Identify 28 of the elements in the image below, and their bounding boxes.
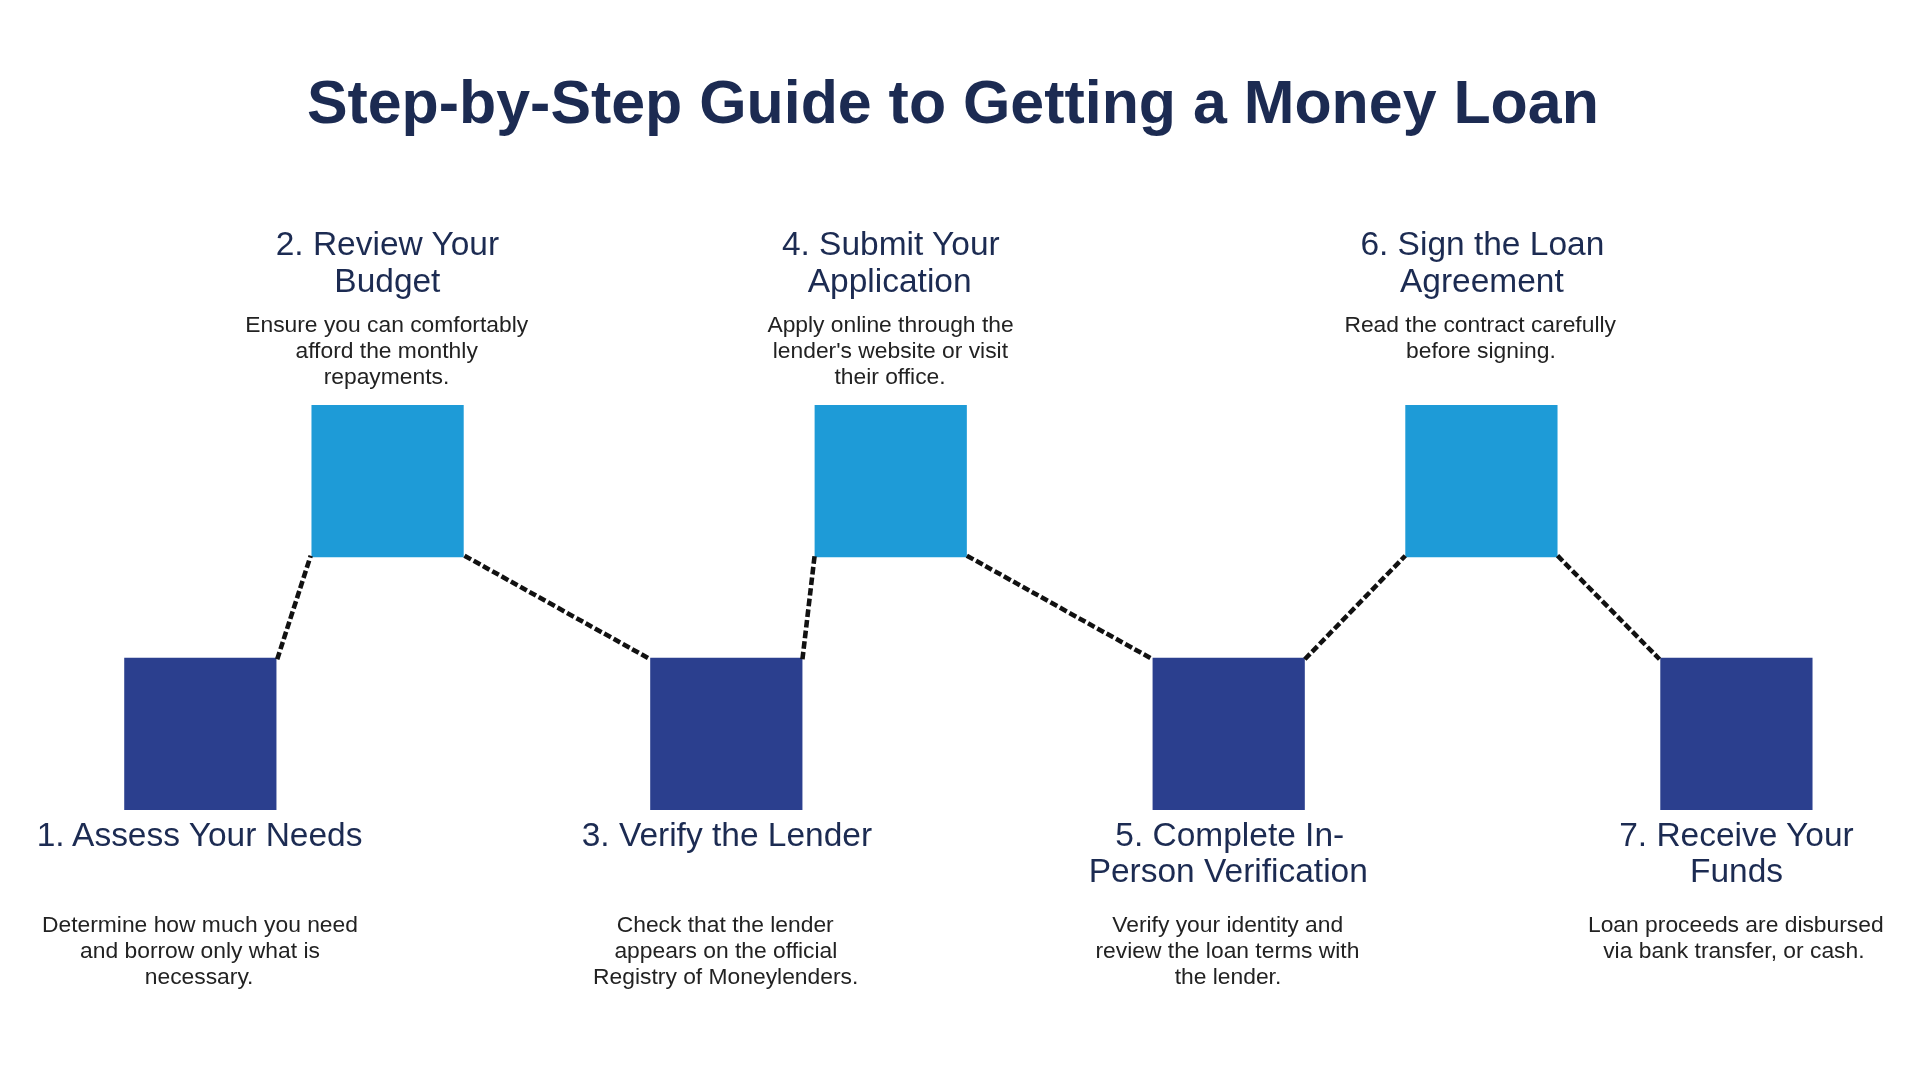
node-label: Ensure you can comfortably afford the monthly repayments. [245, 310, 529, 389]
node-label: Apply online through the lender's website or visit their office. [767, 310, 1014, 389]
connector [1555, 553, 1662, 661]
node-label: Read the contract carefully before signing. [1344, 310, 1616, 363]
node-label: Verify your identity and review the loan terms with the lender. [1095, 910, 1360, 989]
node-label: 4. Submit Your Application [781, 224, 1000, 299]
node-label: Loan proceeds are disbursed via bank transfer, or cash. [1587, 910, 1884, 963]
node-label: 3. Verify the Lender [581, 815, 873, 853]
node-label: Determine how much you need and borrow only what is necessary. [42, 910, 358, 989]
node-label: 6. Sign the Loan Agreement [1360, 224, 1605, 299]
node-box [1660, 657, 1813, 810]
node-box [1405, 404, 1558, 557]
node-label: 2. Review Your Budget [275, 224, 500, 299]
node-box [814, 404, 967, 557]
node-label: 1. Assess Your Needs [36, 815, 363, 853]
node-box [124, 657, 277, 810]
node-label: Check that the lender appears on the official Registry of Moneylenders. [593, 910, 859, 989]
node-box [650, 657, 803, 810]
node-label: 7. Receive Your Funds [1619, 815, 1854, 889]
connector [463, 553, 652, 661]
connector [800, 554, 817, 659]
node-box [1152, 657, 1305, 810]
diagram-title: Step-by-Step Guide to Getting a Money Loan [306, 67, 1599, 136]
connector [965, 553, 1154, 661]
connector [1303, 553, 1407, 661]
node-label: 5. Complete In-Person Verification [1088, 815, 1368, 889]
connector [275, 554, 313, 660]
node-box [311, 404, 464, 557]
